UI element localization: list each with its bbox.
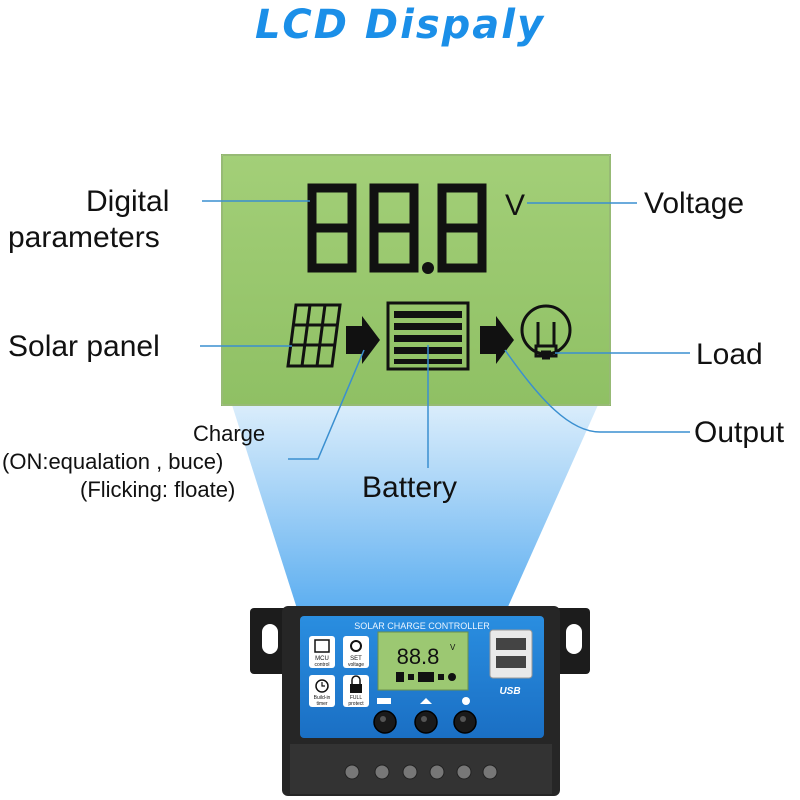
svg-text:V: V (450, 643, 456, 652)
terminal-screws (344, 764, 498, 780)
arrow-right-icon (346, 316, 380, 364)
digital-parameters-label-2: parameters (8, 220, 160, 256)
digit-2 (369, 183, 419, 273)
load-label: Load (696, 338, 763, 371)
svg-text:FULL: FULL (350, 695, 362, 701)
terminal-block (290, 744, 552, 794)
usb-ports (489, 629, 533, 679)
battery-label: Battery (362, 471, 458, 504)
lcd-unit: V (505, 189, 525, 222)
svg-text:voltage: voltage (348, 662, 364, 668)
mcu-tile: MCU control (309, 636, 335, 668)
mini-lcd-digits: 88.8 (397, 644, 440, 669)
mini-lcd-icons (396, 672, 456, 682)
up-button[interactable] (414, 710, 438, 734)
controller-header: SOLAR CHARGE CONTROLLER (354, 621, 490, 631)
svg-text:timer: timer (316, 701, 327, 707)
digit-3 (437, 183, 487, 273)
timer-tile: Build-in timer (309, 675, 335, 707)
digital-parameters-label: Digital (86, 184, 169, 220)
set-voltage-tile: SET voltage (343, 636, 369, 668)
menu-button[interactable] (373, 710, 397, 734)
svg-text:control: control (314, 662, 329, 668)
solar-panel-label: Solar panel (8, 330, 160, 363)
charge-flicking-label: (Flicking: floate) (80, 477, 236, 502)
usb-label: USB (499, 686, 520, 697)
arrow-right-icon (480, 316, 514, 364)
digital-parameters-line1: Digital (86, 185, 170, 218)
digital-parameters-line2: parameters (8, 221, 160, 254)
full-protect-tile: FULL protect (343, 675, 369, 707)
down-button[interactable] (453, 710, 477, 734)
digit-1 (307, 183, 357, 273)
charge-on-label: (ON:equalation , buce) (2, 449, 224, 474)
button-symbols (377, 697, 470, 705)
leader-lines (200, 200, 690, 468)
charge-label: Charge (193, 421, 266, 446)
svg-text:MCU: MCU (315, 656, 329, 662)
decimal-point (422, 262, 434, 274)
voltage-label: Voltage (644, 187, 745, 220)
svg-text:Build-in: Build-in (314, 695, 331, 701)
output-label: Output (694, 416, 785, 449)
svg-text:SET: SET (350, 656, 362, 662)
bulb-icon (520, 304, 572, 360)
projection-beam (232, 405, 598, 618)
svg-text:protect: protect (348, 701, 364, 707)
page-title: LCD Dispaly (254, 2, 546, 48)
